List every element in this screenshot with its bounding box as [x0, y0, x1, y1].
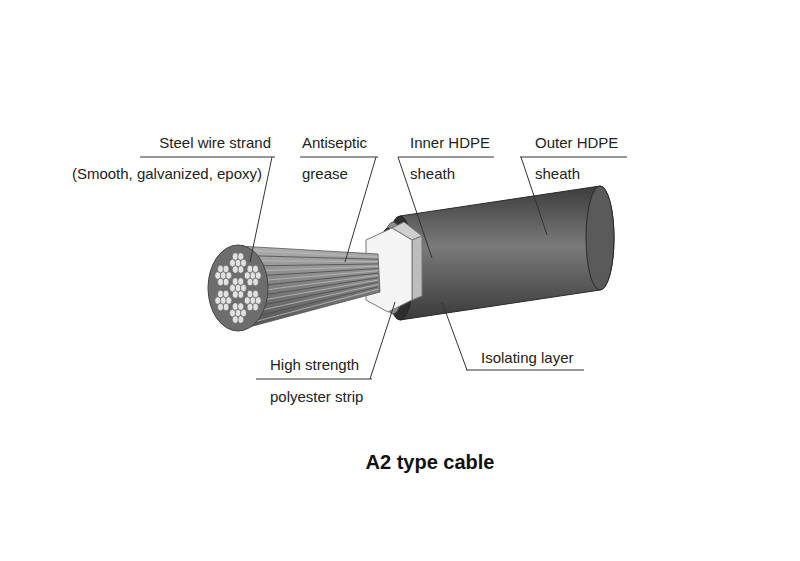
strand-end-face — [208, 245, 268, 331]
label-underline — [140, 157, 275, 158]
leader-line — [370, 302, 395, 379]
leader-lines — [140, 157, 627, 379]
part-label: Isolating layer — [481, 349, 574, 367]
label-underline — [466, 370, 584, 371]
leader-line — [345, 157, 376, 262]
outer-sheath — [400, 186, 614, 320]
wire-end — [232, 278, 238, 286]
wire-end — [252, 290, 258, 298]
wire-end — [223, 265, 229, 273]
wire-end — [252, 265, 258, 273]
wire-end — [238, 303, 244, 311]
wire-end — [238, 278, 244, 286]
wire-end — [247, 290, 253, 298]
wire-end — [238, 253, 244, 261]
wire-end — [232, 303, 238, 311]
part-label: Antiseptic grease — [302, 127, 387, 189]
leader-line — [442, 302, 467, 370]
label-underline — [300, 157, 378, 158]
strand-end-wires — [215, 253, 261, 324]
label-underline — [256, 379, 372, 380]
polyester-strip-side — [412, 236, 422, 300]
wire-end — [223, 290, 229, 298]
part-label: High strength polyester strip — [270, 349, 395, 413]
label-underline — [520, 157, 627, 158]
wire-end — [223, 278, 229, 286]
wire-end — [238, 266, 244, 274]
label-underline — [398, 157, 494, 158]
wire-end — [218, 265, 224, 273]
wire-end — [252, 303, 258, 311]
part-label: Inner HDPE sheath — [410, 127, 510, 189]
part-label: (Smooth, galvanized, epoxy) — [72, 165, 262, 183]
part-label: Outer HDPE sheath — [535, 127, 635, 189]
strand-wire — [240, 255, 378, 259]
wire-end — [223, 303, 229, 311]
outer-sheath-end — [586, 186, 614, 290]
wire-end — [252, 278, 258, 286]
part-label: Steel wire strand — [159, 134, 271, 152]
wire-end — [238, 291, 244, 299]
wire-end — [218, 290, 224, 298]
figure-caption: A2 type cable — [366, 450, 495, 474]
wire-end — [247, 265, 253, 273]
wire-end — [238, 316, 244, 324]
wire-end — [232, 253, 238, 261]
